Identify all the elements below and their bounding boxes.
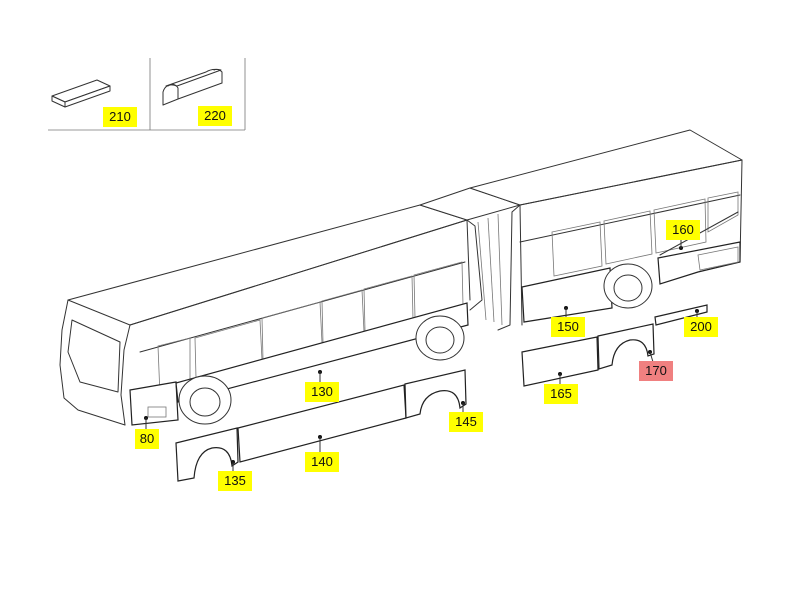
callout-210[interactable]: 210 (103, 107, 137, 127)
leader-lines (144, 239, 699, 473)
callout-220[interactable]: 220 (198, 106, 232, 126)
callout-130[interactable]: 130 (305, 382, 339, 402)
bus-rear-section (469, 129, 743, 326)
bus-front-section (59, 204, 471, 426)
flat-strip-icon (51, 79, 111, 108)
callout-170-highlighted[interactable]: 170 (639, 361, 673, 381)
articulation-joint (419, 187, 521, 331)
loose-panels (175, 304, 708, 482)
callout-145[interactable]: 145 (449, 412, 483, 432)
callout-160[interactable]: 160 (666, 220, 700, 240)
callout-200[interactable]: 200 (684, 317, 718, 337)
callout-150[interactable]: 150 (551, 317, 585, 337)
callout-80[interactable]: 80 (135, 429, 159, 449)
callout-165[interactable]: 165 (544, 384, 578, 404)
legend-inset (48, 58, 246, 131)
callout-140[interactable]: 140 (305, 452, 339, 472)
rounded-profile-icon (162, 68, 223, 106)
callout-135[interactable]: 135 (218, 471, 252, 491)
